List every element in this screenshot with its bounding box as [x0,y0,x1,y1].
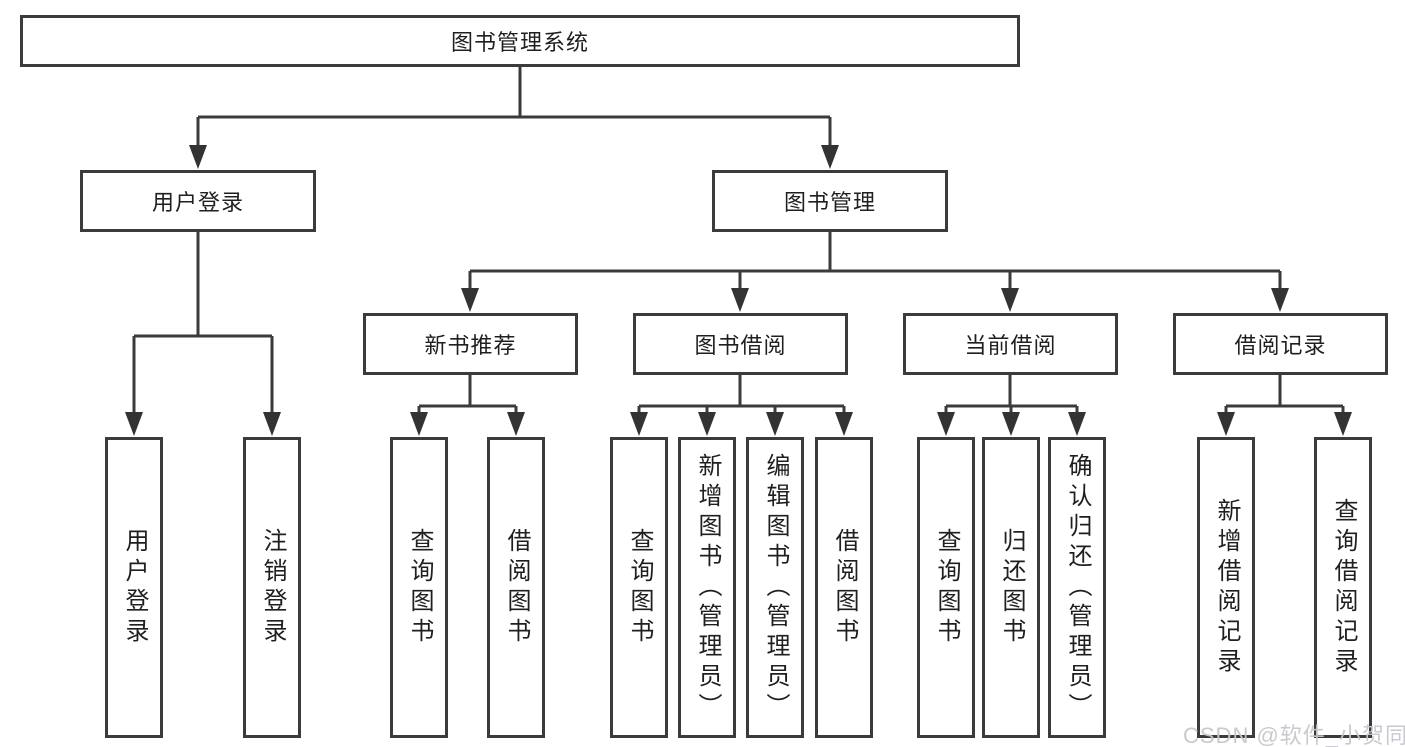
node-new-book-recommend: 新书推荐 [363,313,578,375]
connector-newbooks-to-leaves [417,375,518,416]
arrow-down-icon [189,145,207,169]
arrow-down-icon [1001,288,1019,312]
leaf-query-books-borrowing: 查询图书 [610,437,668,738]
leaf-user-login: 用户登录 [105,437,163,738]
arrow-down-icon [937,412,955,436]
leaf-query-borrow-record: 查询借阅记录 [1314,437,1372,738]
connector-root-to-level2 [196,67,832,150]
connector-records-to-leaves [1224,375,1345,416]
node-label: 图书管理 [783,190,876,215]
node-book-management: 图书管理 [712,170,948,232]
node-label: 编辑图书（管理员） [762,452,789,723]
leaf-borrow-books-newbooks: 借阅图书 [487,437,545,738]
leaf-edit-books-admin: 编辑图书（管理员） [746,437,804,738]
arrow-down-icon [821,145,839,169]
node-label: 用户登录 [151,190,244,215]
leaf-query-books-current: 查询图书 [917,437,975,738]
node-label: 注销登录 [259,527,286,648]
node-label: 借阅图书 [503,527,530,648]
arrow-down-icon [698,412,716,436]
arrow-down-icon [835,412,853,436]
csdn-watermark: CSDN @软件_小贺同学 [1183,723,1405,747]
node-label: 新书推荐 [424,333,517,358]
arrow-down-icon [263,412,281,436]
arrow-down-icon [731,288,749,312]
node-current-borrowing: 当前借阅 [903,313,1118,375]
node-label: 用户登录 [121,527,148,648]
node-label: 查询图书 [933,527,960,648]
node-label: 当前借阅 [964,333,1057,358]
node-label: 图书管理系统 [450,30,589,55]
node-user-login: 用户登录 [80,170,316,232]
connector-userlogin-to-leaves [132,232,274,415]
arrow-down-icon [410,412,428,436]
arrow-down-icon [1002,412,1020,436]
arrow-down-icon [766,412,784,436]
leaf-add-books-admin: 新增图书（管理员） [678,437,736,738]
node-label: 归还图书 [998,527,1025,648]
leaf-confirm-return-admin: 确认归还（管理员） [1048,437,1106,738]
arrow-down-icon [1068,412,1086,436]
arrow-down-icon [461,288,479,312]
node-label: 图书借阅 [694,333,787,358]
leaf-borrow-books-borrowing: 借阅图书 [815,437,873,738]
leaf-logout: 注销登录 [243,437,301,738]
arrow-down-icon [125,412,143,436]
node-root-library-system: 图书管理系统 [20,15,1020,67]
node-borrowing-records: 借阅记录 [1173,313,1388,375]
connector-current-to-leaves [944,375,1079,416]
node-book-borrowing: 图书借阅 [633,313,848,375]
arrow-down-icon [1271,288,1289,312]
node-label: 查询图书 [406,527,433,648]
node-label: 查询借阅记录 [1330,497,1357,678]
leaf-add-borrow-record: 新增借阅记录 [1197,437,1255,738]
node-label: 确认归还（管理员） [1064,452,1091,723]
node-label: 查询图书 [626,527,653,648]
node-label: 新增借阅记录 [1213,497,1240,678]
connector-borrow-to-leaves [637,375,846,416]
node-label: 借阅图书 [831,527,858,648]
arrow-down-icon [1217,412,1235,436]
arrow-down-icon [1334,412,1352,436]
arrow-down-icon [507,412,525,436]
node-label: 借阅记录 [1234,333,1327,358]
arrow-down-icon [630,412,648,436]
leaf-return-books: 归还图书 [982,437,1040,738]
leaf-query-books-newbooks: 查询图书 [390,437,448,738]
connector-bookmgmt-to-level3 [468,232,1282,293]
node-label: 新增图书（管理员） [694,452,721,723]
